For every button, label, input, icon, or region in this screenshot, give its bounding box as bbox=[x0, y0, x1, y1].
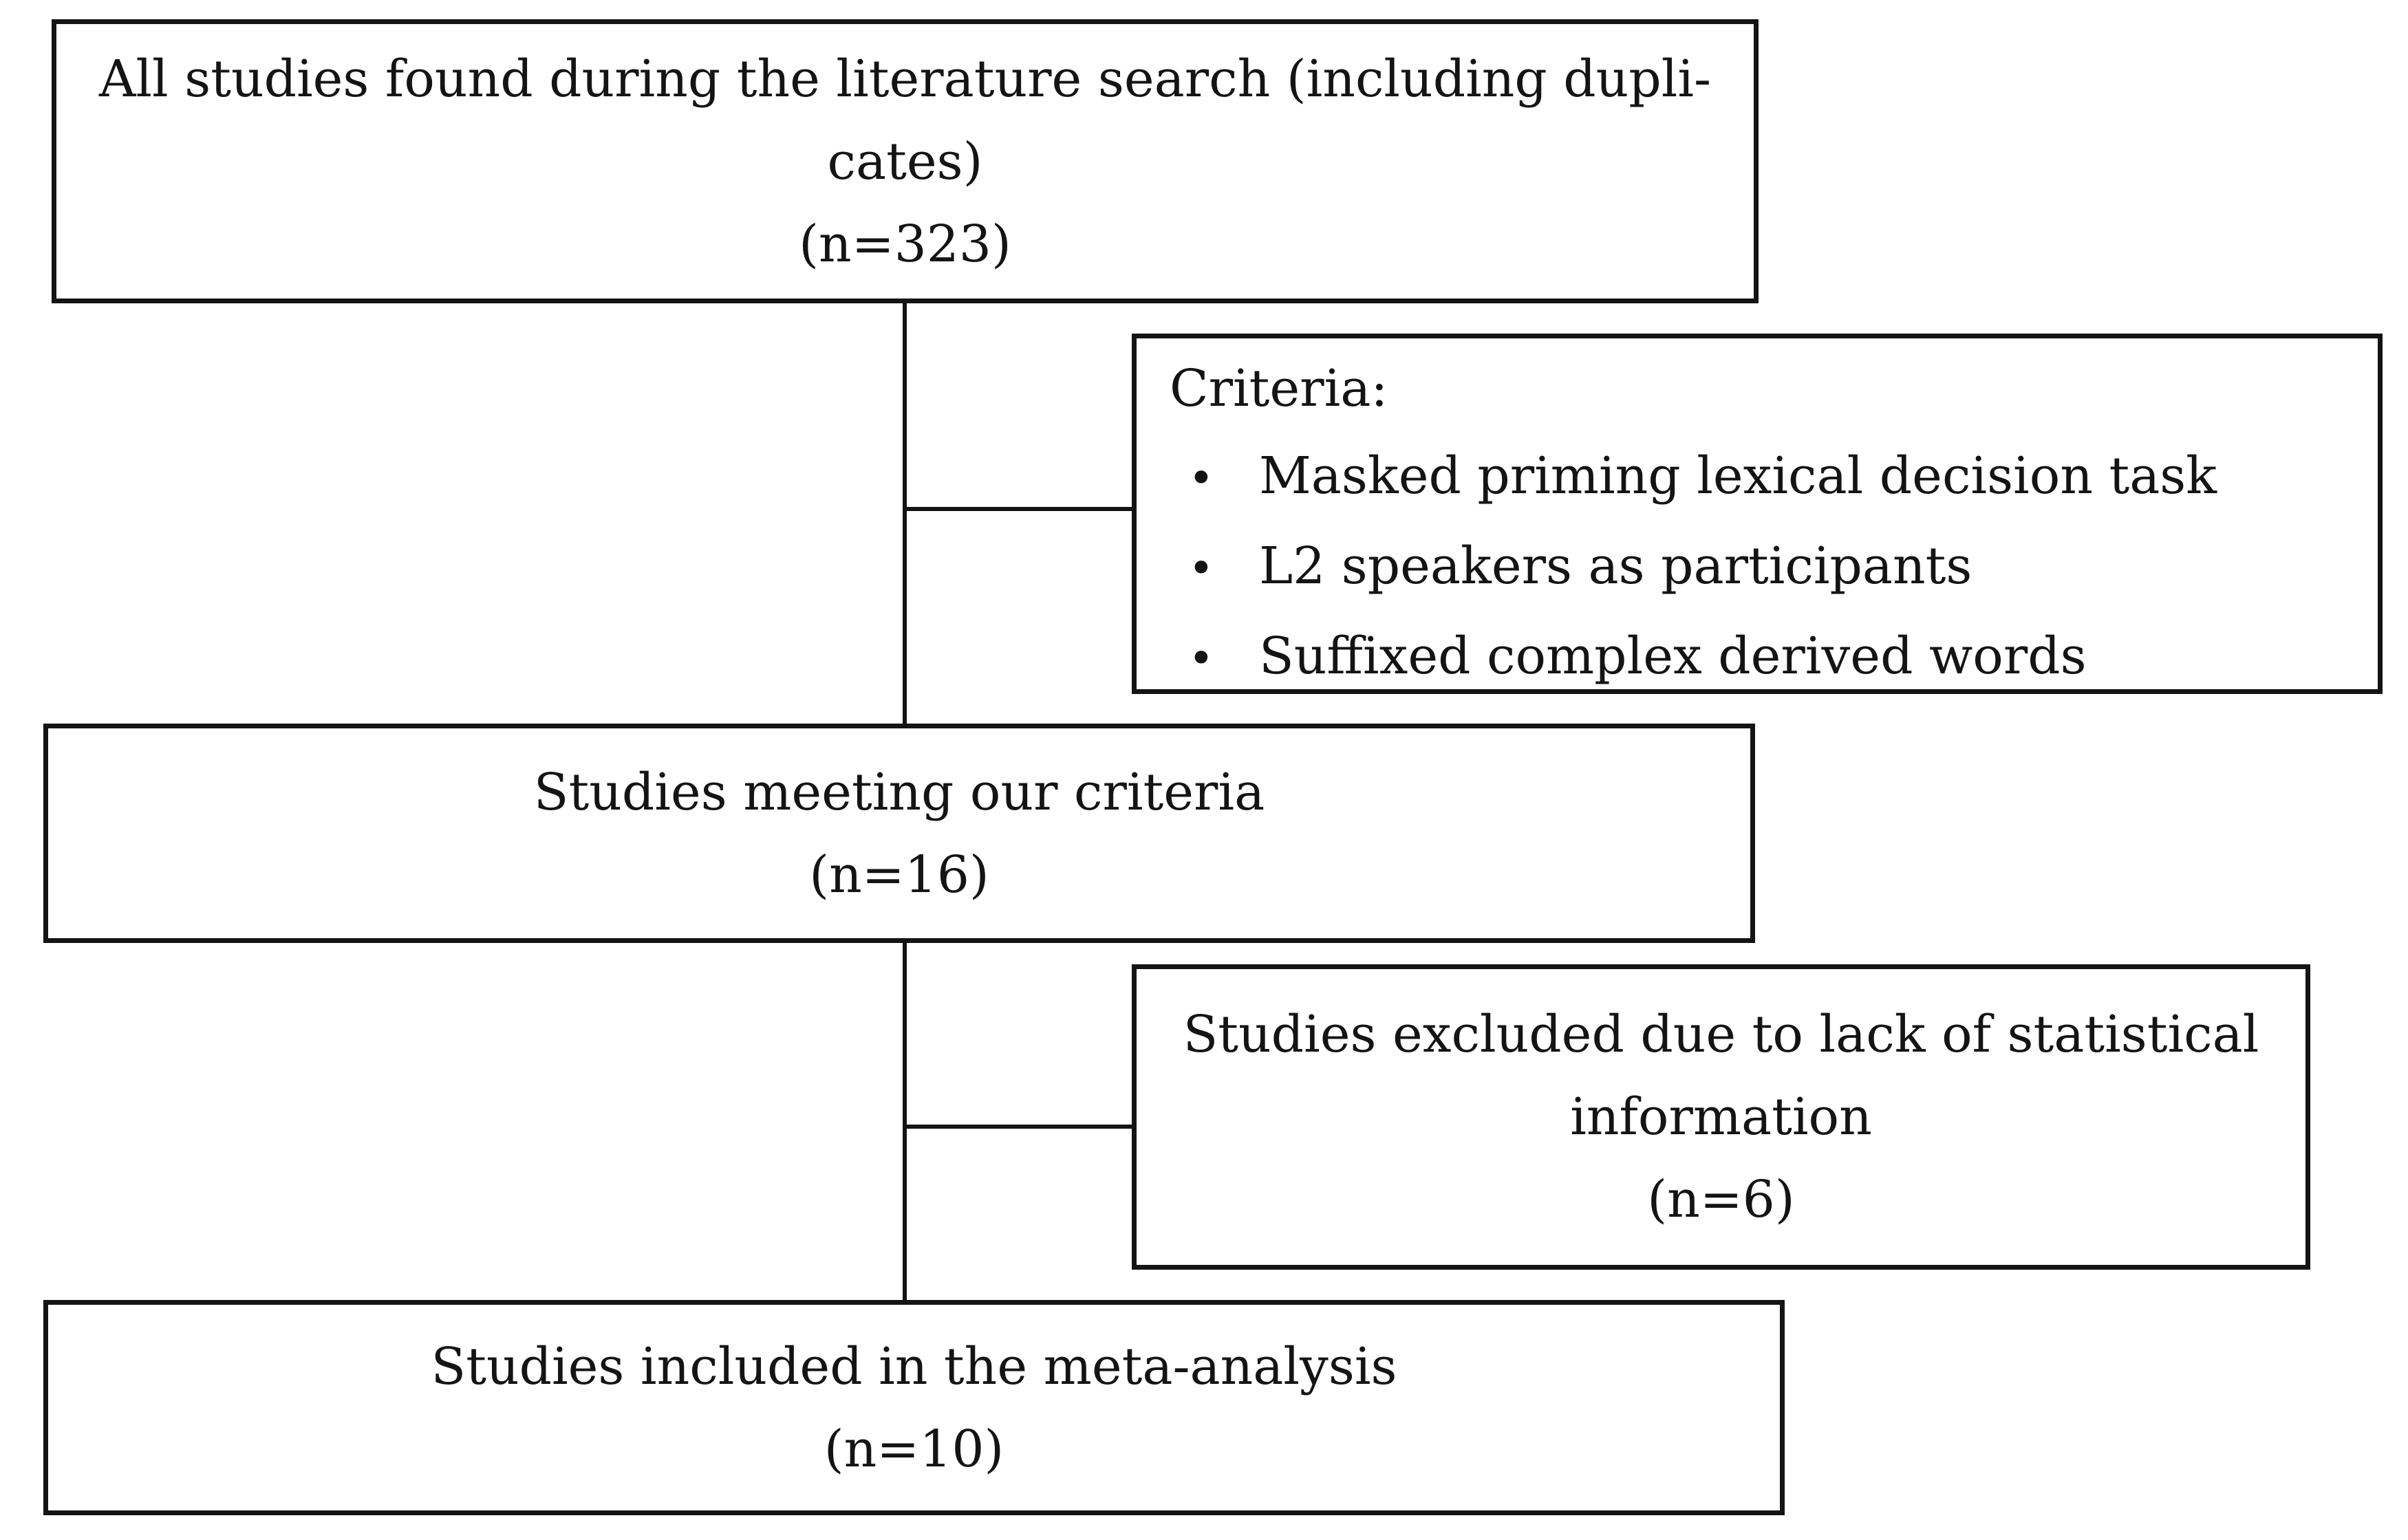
bullet-icon: • bbox=[1188, 633, 1214, 684]
criteria-item-label: L2 speakers as participants bbox=[1259, 536, 1972, 596]
criteria-item: • L2 speakers as participants bbox=[1137, 523, 2378, 613]
box-text-line: All studies found during the literature … bbox=[98, 49, 1712, 109]
criteria-item-label: Masked priming lexical decision task bbox=[1259, 446, 2217, 506]
box-text-line: Studies meeting our criteria bbox=[533, 762, 1265, 822]
box-text-line: Studies excluded due to lack of statisti… bbox=[1183, 1005, 2259, 1064]
box-studies-meeting-criteria: Studies meeting our criteria (n=16) bbox=[43, 724, 1755, 943]
connector-vertical-top bbox=[903, 303, 907, 724]
criteria-item: • Masked priming lexical decision task bbox=[1137, 433, 2378, 523]
box-count-line: (n=10) bbox=[824, 1419, 1004, 1479]
box-text-line: cates) bbox=[827, 131, 983, 191]
bullet-icon: • bbox=[1188, 453, 1214, 504]
box-text-line: Studies included in the meta-analysis bbox=[431, 1336, 1397, 1396]
box-criteria: Criteria: • Masked priming lexical decis… bbox=[1132, 334, 2383, 694]
criteria-item: • Suffixed complex derived words bbox=[1137, 613, 2378, 703]
bullet-icon: • bbox=[1188, 543, 1214, 594]
box-literature-search-results: All studies found during the literature … bbox=[52, 19, 1759, 303]
box-studies-excluded: Studies excluded due to lack of statisti… bbox=[1132, 964, 2310, 1270]
box-count-line: (n=16) bbox=[809, 845, 989, 904]
box-count-line: (n=6) bbox=[1647, 1170, 1795, 1229]
connector-branch-excluded bbox=[905, 1125, 1134, 1129]
connector-branch-criteria bbox=[905, 507, 1134, 511]
connector-vertical-bottom bbox=[903, 943, 907, 1300]
criteria-item-label: Suffixed complex derived words bbox=[1259, 627, 2087, 686]
criteria-title: Criteria: bbox=[1170, 359, 1388, 418]
box-studies-included: Studies included in the meta-analysis (n… bbox=[43, 1300, 1785, 1515]
box-text-line: information bbox=[1570, 1087, 1872, 1147]
box-count-line: (n=323) bbox=[799, 214, 1011, 274]
